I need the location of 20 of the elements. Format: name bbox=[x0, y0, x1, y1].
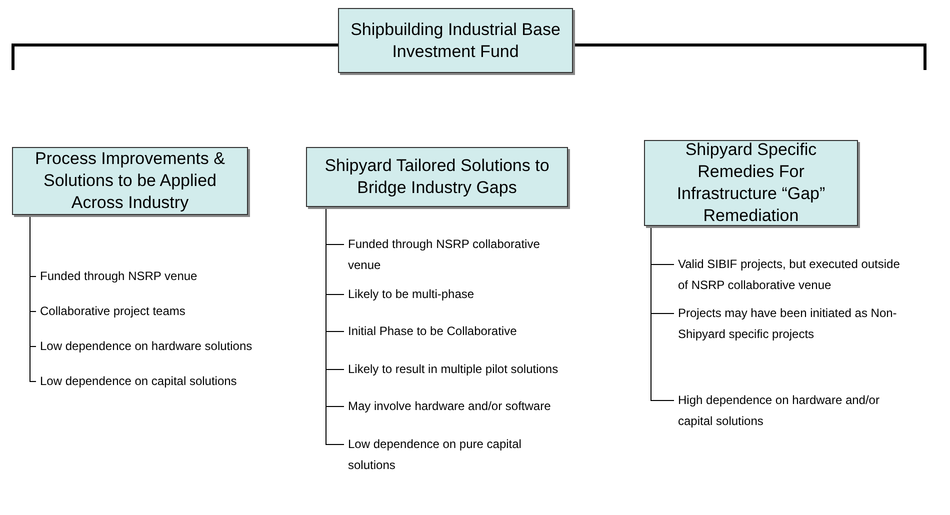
bullet-text: Collaborative project teams bbox=[40, 301, 250, 322]
bullet-text: Valid SIBIF projects, but executed outside of NSRP collaborative venue bbox=[678, 254, 908, 296]
bullet-text: May involve hardware and/or software bbox=[348, 396, 578, 417]
title-box: Shipbuilding Industrial Base Investment Fund bbox=[338, 8, 573, 73]
bullet-text: High dependence on hardware and/or capital solutions bbox=[678, 390, 898, 432]
bullet-text: Low dependence on pure capital solutions bbox=[348, 434, 548, 476]
connector-line bbox=[30, 214, 36, 382]
bullet-text: Low dependence on capital solutions bbox=[40, 371, 270, 392]
bullet-text: Low dependence on hardware solutions bbox=[40, 336, 270, 357]
bullet-text: Funded through NSRP venue bbox=[40, 266, 250, 287]
bullet-text: Likely to be multi-phase bbox=[348, 284, 568, 305]
bullet-text: Funded through NSRP collaborative venue bbox=[348, 234, 548, 276]
category-box: Process Improvements & Solutions to be Applied Across Industry bbox=[12, 147, 248, 215]
bullet-text: Initial Phase to be Collaborative bbox=[348, 321, 568, 342]
category-box: Shipyard Specific Remedies For Infrastructure “Gap” Remediation bbox=[644, 140, 858, 226]
connector-line bbox=[326, 206, 344, 445]
bullet-text: Likely to result in multiple pilot solutions bbox=[348, 359, 588, 380]
connector-line bbox=[650, 226, 674, 401]
category-box: Shipyard Tailored Solutions to Bridge Industry Gaps bbox=[306, 147, 568, 207]
bullet-text: Projects may have been initiated as Non-Shipyard specific projects bbox=[678, 303, 898, 345]
